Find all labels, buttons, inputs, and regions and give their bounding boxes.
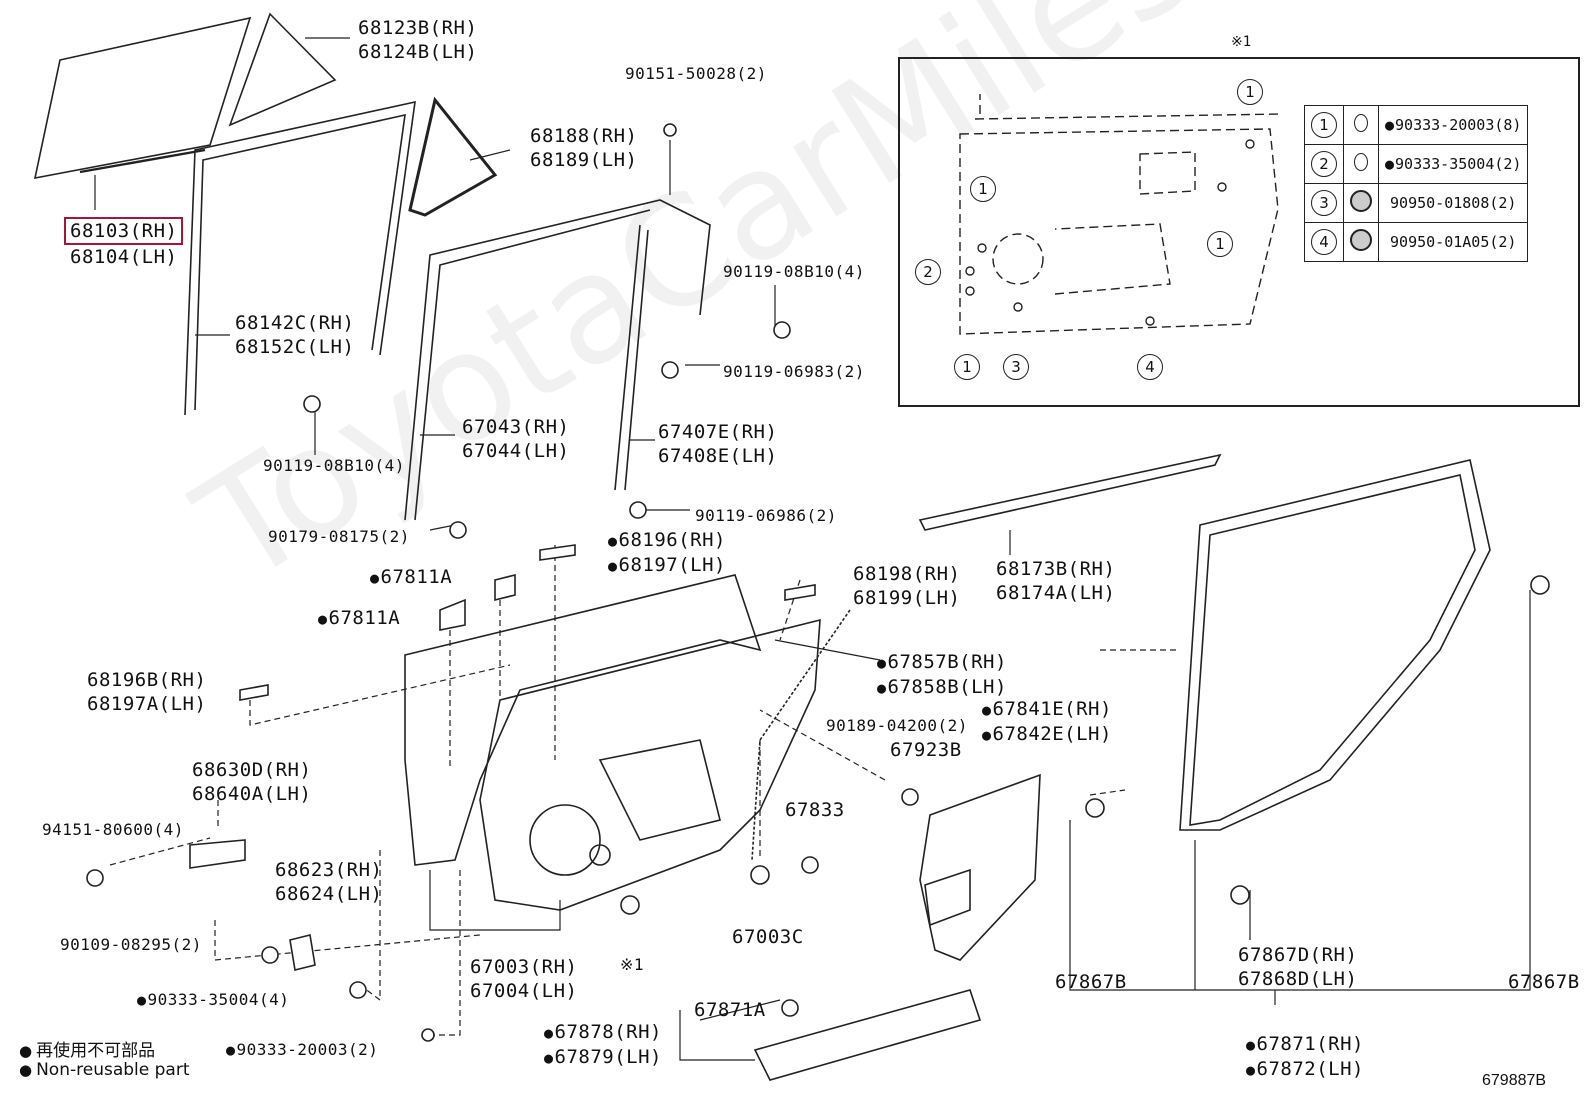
legend-number: 1 — [1311, 112, 1337, 138]
grommet-clip-icon — [1350, 190, 1372, 212]
label-90189[interactable]: 90189-04200(2) — [826, 716, 968, 735]
label-68173B[interactable]: 68173B(RH)68174A(LH) — [996, 558, 1116, 604]
label-67857B[interactable]: 67857B(RH)67858B(LH) — [877, 650, 1007, 700]
inset-callout-3: 3 — [1003, 354, 1029, 380]
legend-row: 1 90333-20003(8) — [1304, 105, 1529, 145]
oval-ring-icon — [1354, 114, 1368, 132]
inset-legend-table: 1 90333-20003(8) 2 90333-35004(2) 3 9095… — [1304, 105, 1529, 262]
label-68142C[interactable]: 68142C(RH)68152C(LH) — [235, 312, 355, 358]
label-67878[interactable]: 67878(RH)67879(LH) — [544, 1020, 662, 1070]
label-68623[interactable]: 68623(RH)68624(LH) — [275, 859, 383, 905]
label-90119-06983[interactable]: 90119-06983(2) — [723, 362, 865, 381]
label-67811A-b[interactable]: 67811A — [318, 606, 400, 631]
legend-part-number: 90950-01808(2) — [1390, 194, 1517, 212]
note-jp: ●再使用不可部品 — [19, 1041, 156, 1061]
label-90119-08B10-b[interactable]: 90119-08B10(4) — [263, 456, 405, 475]
label-90119-08B10-a[interactable]: 90119-08B10(4) — [723, 262, 865, 281]
label-90333-20003[interactable]: 90333-20003(2) — [226, 1040, 378, 1060]
inset-callout-1b: 1 — [970, 176, 996, 202]
label-67923B[interactable]: 67923B — [890, 739, 962, 761]
leader-lines — [94, 37, 1531, 1061]
label-90119-06986[interactable]: 90119-06986(2) — [695, 506, 837, 525]
label-68630D[interactable]: 68630D(RH)68640A(LH) — [192, 759, 312, 805]
oval-ring-icon — [1354, 153, 1368, 171]
label-67867D[interactable]: 67867D(RH)67868D(LH) — [1238, 944, 1358, 990]
door-glass-drawing — [33, 12, 337, 180]
legend-row: 2 90333-35004(2) — [1304, 144, 1529, 184]
label-68188[interactable]: 68188(RH)68189(LH) — [530, 125, 638, 171]
inset-callout-2: 2 — [915, 259, 941, 285]
inset-callout-1c: 1 — [1207, 231, 1233, 257]
label-67871A[interactable]: 67871A — [694, 999, 766, 1021]
door-panel-drawing — [404, 453, 1491, 1081]
label-94151[interactable]: 94151-80600(4) — [42, 820, 184, 839]
label-67043[interactable]: 67043(RH)67044(LH) — [462, 416, 570, 462]
legend-number: 2 — [1311, 151, 1337, 177]
inset-callout-1: 1 — [1237, 79, 1263, 105]
label-68103-highlighted[interactable]: 68103(RH)68104(LH) — [64, 217, 184, 269]
inset-reference-mark: ※1 — [1231, 34, 1252, 50]
label-ref-mark-1: ※1 — [620, 955, 645, 974]
legend-number: 4 — [1311, 229, 1337, 255]
label-67841E[interactable]: 67841E(RH)67842E(LH) — [982, 697, 1112, 747]
legend-number: 3 — [1311, 190, 1337, 216]
note-en: ●Non-reusable part — [19, 1060, 190, 1080]
fasteners — [86, 123, 1550, 1042]
diagram-reference-number: 679887B — [1482, 1072, 1547, 1089]
label-67003[interactable]: 67003(RH)67004(LH) — [470, 956, 578, 1002]
label-67833[interactable]: 67833 — [785, 799, 845, 821]
label-90151[interactable]: 90151-50028(2) — [625, 64, 767, 83]
label-67871[interactable]: 67871(RH)67872(LH) — [1246, 1032, 1364, 1082]
grommet-clip-icon — [1350, 229, 1372, 251]
label-67867B-right[interactable]: 67867B — [1508, 971, 1580, 993]
inset-callout-4: 4 — [1137, 354, 1163, 380]
run-channel-drawing — [184, 96, 711, 521]
label-68123B[interactable]: 68123B(RH)68124B(LH) — [358, 17, 478, 63]
label-67867B-left[interactable]: 67867B — [1055, 971, 1127, 993]
door-clip-layout-drawing — [959, 94, 1281, 335]
legend-part-number: 90950-01A05(2) — [1390, 233, 1517, 251]
label-90179[interactable]: 90179-08175(2) — [268, 527, 410, 546]
legend-part-number: 90333-20003(8) — [1385, 116, 1521, 134]
label-90333-35004[interactable]: 90333-35004(4) — [137, 990, 289, 1010]
label-68196[interactable]: 68196(RH)68197(LH) — [608, 528, 726, 578]
label-67811A-a[interactable]: 67811A — [370, 565, 452, 590]
label-90109[interactable]: 90109-08295(2) — [60, 935, 202, 954]
label-67407E[interactable]: 67407E(RH)67408E(LH) — [658, 421, 778, 467]
highlighted-part: 68103(RH) — [64, 217, 184, 245]
legend-part-number: 90333-35004(2) — [1385, 155, 1521, 173]
inset-callout-1d: 1 — [954, 354, 980, 380]
legend-row: 3 90950-01808(2) — [1304, 183, 1529, 223]
clip-location-inset: 1 2 1 1 1 3 4 — [898, 57, 1580, 407]
label-68198[interactable]: 68198(RH)68199(LH) — [853, 563, 961, 609]
label-67003C[interactable]: 67003C — [732, 926, 804, 948]
legend-row: 4 90950-01A05(2) — [1304, 222, 1529, 262]
label-68196B[interactable]: 68196B(RH)68197A(LH) — [87, 669, 207, 715]
